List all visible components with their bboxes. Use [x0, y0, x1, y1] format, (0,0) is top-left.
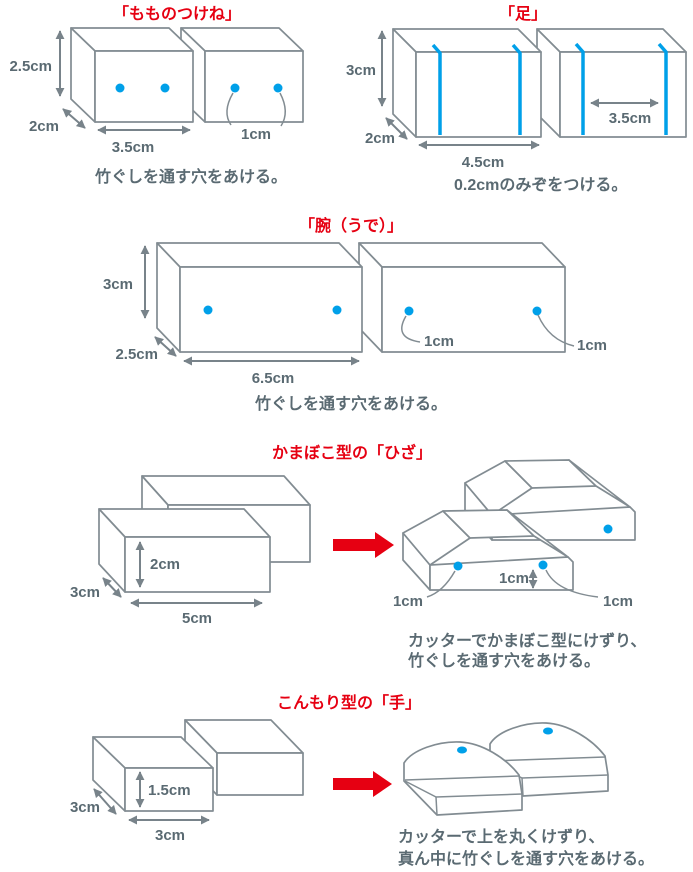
- hole-distance-label: 1cm: [393, 593, 423, 610]
- hole-dot: [115, 83, 125, 93]
- section-momo: 「もものつけね」 2.5cm 2cm 3.5cm 1cm 竹ぐしを通す穴をあける…: [9, 4, 304, 186]
- section-te: こんもり型の「手」 1.5cm 3cm 3cm: [70, 693, 654, 868]
- height-label: 3cm: [103, 276, 133, 293]
- section-title-ashi: 「足」: [499, 4, 547, 23]
- height-label: 2.5cm: [9, 58, 52, 75]
- hole-dot: [453, 561, 463, 571]
- hole-dot: [273, 83, 283, 93]
- depth-label: 2.5cm: [115, 346, 158, 363]
- hole-dot: [538, 560, 548, 570]
- dimension-arrow-depth: [62, 108, 86, 129]
- transform-arrow-icon: [333, 532, 394, 558]
- depth-label: 2cm: [365, 130, 395, 147]
- hole-leader-line: [537, 314, 575, 347]
- dimension-arrow-depth: [154, 336, 177, 357]
- dimension-arrow-depth: [93, 788, 117, 815]
- hole-dot: [404, 306, 414, 316]
- hole-height-label: 1cm: [499, 570, 529, 587]
- groove-line: [511, 43, 522, 135]
- hole-dot: [543, 727, 553, 735]
- section-ashi: 「足」 3cm 2cm 4.5cm 3.5cm 0.2cmのみぞをつける。: [346, 4, 687, 194]
- width-label: 4.5cm: [462, 154, 505, 171]
- section-caption-ashi: 0.2cmのみぞをつける。: [454, 176, 627, 194]
- section-ude: 「腕（うで）」 3cm 2.5cm 6.5cm 1cm 1cm 竹ぐしを通す穴を…: [103, 216, 607, 413]
- ude-right-block: [358, 242, 566, 353]
- hole-leader-line: [279, 92, 286, 127]
- groove-span-label: 3.5cm: [609, 110, 652, 127]
- groove-line: [574, 42, 585, 135]
- dimension-arrow-depth: [102, 577, 122, 598]
- height-label: 2cm: [150, 556, 180, 573]
- section-title-te: こんもり型の「手」: [277, 693, 421, 712]
- height-label: 1.5cm: [148, 782, 191, 799]
- hole-dot: [332, 305, 342, 315]
- depth-label: 3cm: [70, 584, 100, 601]
- width-label: 5cm: [182, 610, 212, 627]
- hole-distance-label: 1cm: [603, 593, 633, 610]
- groove-line: [431, 43, 442, 135]
- section-title-momo: 「もものつけね」: [113, 4, 241, 23]
- hole-distance-label: 1cm: [241, 126, 271, 143]
- section-caption-te-line1: カッターで上を丸くけずり、: [398, 827, 604, 846]
- width-label: 6.5cm: [252, 370, 295, 387]
- section-title-hiza: かまぼこ型の「ひざ」: [272, 443, 432, 462]
- section-caption-te-line2: 真ん中に竹ぐしを通す穴をあける。: [398, 849, 654, 868]
- te-front-carved-shape: [403, 741, 523, 816]
- section-hiza: かまぼこ型の「ひざ」 2cm 3cm 5cm: [70, 443, 646, 670]
- groove-line: [657, 42, 668, 135]
- section-caption-hiza-line1: カッターでかまぼこ型にけずり、: [408, 631, 646, 650]
- hole-leader-line: [226, 92, 234, 126]
- hiza-front-block: [98, 508, 271, 593]
- hole-leader-line: [545, 569, 599, 598]
- hole-dot: [160, 83, 170, 93]
- momo-left-block: [70, 27, 194, 123]
- depth-label: 2cm: [29, 118, 59, 135]
- hole-leader-line: [426, 570, 456, 598]
- dimension-arrow-depth: [385, 117, 408, 140]
- depth-label: 3cm: [70, 799, 100, 816]
- hole-leader-line: [401, 315, 421, 343]
- height-label: 3cm: [346, 62, 376, 79]
- hole-dot: [603, 524, 613, 534]
- hole-dot: [203, 305, 213, 315]
- hole-distance-label: 1cm: [577, 337, 607, 354]
- width-label: 3cm: [155, 827, 185, 844]
- ude-left-block: [156, 242, 363, 353]
- section-caption-hiza-line2: 竹ぐしを通す穴をあける。: [407, 651, 600, 670]
- hole-distance-label: 1cm: [424, 333, 454, 350]
- hole-dot: [230, 83, 240, 93]
- section-caption-ude: 竹ぐしを通す穴をあける。: [254, 394, 447, 413]
- section-caption-momo: 竹ぐしを通す穴をあける。: [94, 167, 287, 186]
- hole-dot: [457, 746, 467, 754]
- transform-arrow-icon: [333, 771, 392, 797]
- width-label: 3.5cm: [112, 139, 155, 156]
- section-title-ude: 「腕（うで）」: [299, 216, 403, 235]
- hole-dot: [532, 306, 542, 316]
